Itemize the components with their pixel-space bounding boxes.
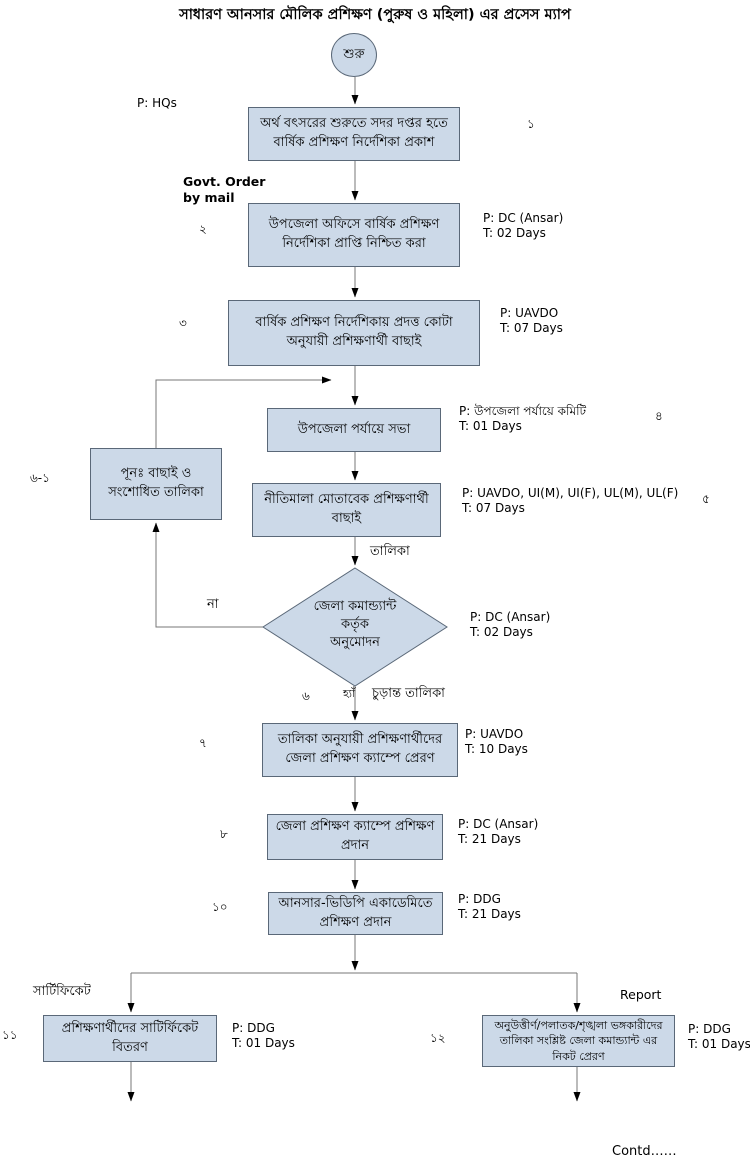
step2-number: ২ bbox=[199, 222, 207, 236]
step3-select-by-quota-box: বার্ষিক প্রশিক্ষণ নির্দেশিকায় প্রদত্ত ক… bbox=[228, 300, 480, 366]
decision-diamond-shape bbox=[262, 567, 448, 687]
decision-performer-time-label: P: DC (Ansar) T: 02 Days bbox=[470, 610, 551, 639]
step5-performer-time-label: P: UAVDO, UI(M), UI(F), UL(M), UL(F) T: … bbox=[462, 486, 679, 515]
list-edge-label: তালিকা bbox=[370, 544, 410, 559]
step8-performer-time-label: P: DC (Ansar) T: 21 Days bbox=[458, 817, 539, 846]
step10-number: ১০ bbox=[212, 900, 228, 914]
step1-performer-label: P: HQs bbox=[137, 96, 177, 110]
step3-performer-time-label: P: UAVDO T: 07 Days bbox=[500, 306, 563, 335]
step10-label: আনসার-ভিডিপি একাডেমিতে প্রশিক্ষণ প্রদান bbox=[278, 895, 433, 930]
step12-number: ১২ bbox=[430, 1031, 446, 1045]
decision-line3: অনুমোদন bbox=[330, 635, 380, 651]
continued-label: Contd…… bbox=[612, 1144, 677, 1159]
step11-number: ১১ bbox=[2, 1028, 18, 1042]
step10-academy-training-box: আনসার-ভিডিপি একাডেমিতে প্রশিক্ষণ প্রদান bbox=[268, 892, 443, 935]
step5-select-by-policy-box: নীতিমালা মোতাবেক প্রশিক্ষণার্থী বাছাই bbox=[252, 483, 441, 537]
decision-no-label: না bbox=[207, 597, 219, 612]
step3-number: ৩ bbox=[179, 316, 187, 330]
step10-performer-time-label: P: DDG T: 21 Days bbox=[458, 892, 521, 921]
revision-list-label: পূনঃ বাছাই ও সংশোধিত তালিকা bbox=[108, 466, 204, 500]
decision-node: জেলা কমান্ড্যান্ট কর্তৃক অনুমোদন bbox=[295, 598, 415, 653]
step11-certificate-distribution-box: প্রশিক্ষণার্থীদের সাটির্ফিকেট বিতরণ bbox=[43, 1015, 217, 1062]
step5-number: ৫ bbox=[702, 492, 710, 506]
page-title: সাধারণ আনসার মৌলিক প্রশিক্ষণ (পুরুষ ও মহ… bbox=[179, 7, 571, 23]
step11-label: প্রশিক্ষণার্থীদের সাটির্ফিকেট বিতরণ bbox=[61, 1020, 199, 1055]
step11-performer-time-label: P: DDG T: 01 Days bbox=[232, 1021, 295, 1050]
wire-decision-no-to-revision bbox=[152, 522, 263, 628]
step2-confirm-receipt-box: উপজেলা অফিসে বার্ষিক প্রশিক্ষণ নির্দেশিক… bbox=[248, 203, 460, 267]
step2-label: উপজেলা অফিসে বার্ষিক প্রশিক্ষণ নির্দেশিক… bbox=[268, 217, 440, 251]
start-node-label: শুরু bbox=[343, 46, 365, 62]
step4-upazila-meeting-box: উপজেলা পর্যায়ে সভা bbox=[267, 408, 441, 452]
step7-performer-time-label: P: UAVDO T: 10 Days bbox=[465, 727, 528, 756]
start-node: শুরু bbox=[331, 33, 377, 77]
step12-failed-list-report-box: অনুউত্তীর্ণ/পলাতক/শৃঙ্খলা ভঙ্গকারীদের তা… bbox=[482, 1015, 675, 1067]
step4-performer-time-label: P: উপজেলা পর্যায়ে কমিটি T: 01 Days bbox=[459, 404, 587, 433]
step3-label: বার্ষিক প্রশিক্ষণ নির্দেশিকায় প্রদত্ত ক… bbox=[255, 315, 453, 349]
report-edge-label: Report bbox=[620, 987, 662, 1002]
step12-performer-time-label: P: DDG T: 01 Days bbox=[688, 1022, 750, 1051]
final-list-edge-label: চুড়ান্ত তালিকা bbox=[372, 686, 445, 701]
step1-number: ১ bbox=[527, 117, 535, 131]
step5-label: নীতিমালা মোতাবেক প্রশিক্ষণার্থী বাছাই bbox=[264, 492, 429, 526]
decision-number: ৬ bbox=[302, 689, 310, 703]
step1-label: অর্থ বৎসরের শুরুতে সদর দপ্তর হতে বার্ষিক… bbox=[260, 116, 448, 150]
step8-district-training-box: জেলা প্রশিক্ষণ ক্যাম্পে প্রশিক্ষণ প্রদান bbox=[267, 814, 443, 860]
revision-list-box: পূনঃ বাছাই ও সংশোধিত তালিকা bbox=[90, 448, 222, 520]
decision-line2: কর্তৃক bbox=[341, 617, 369, 633]
step8-label: জেলা প্রশিক্ষণ ক্যাম্পে প্রশিক্ষণ প্রদান bbox=[275, 819, 435, 853]
step7-send-to-camp-box: তালিকা অনুযায়ী প্রশিক্ষণার্থীদের জেলা প… bbox=[262, 723, 458, 777]
revision-number: ৬-১ bbox=[30, 471, 50, 485]
step4-label: উপজেলা পর্যায়ে সভা bbox=[297, 421, 411, 437]
step7-number: ৭ bbox=[199, 736, 207, 750]
wire-revision-feedback bbox=[155, 376, 332, 448]
step12-label: অনুউত্তীর্ণ/পলাতক/শৃঙ্খলা ভঙ্গকারীদের তা… bbox=[494, 1018, 663, 1063]
step8-number: ৮ bbox=[220, 827, 228, 841]
govt-order-edge-label: Govt. Order by mail bbox=[183, 174, 266, 205]
decision-yes-label: হ্যাঁ bbox=[343, 687, 356, 700]
step4-number: ৪ bbox=[655, 409, 663, 423]
step7-label: তালিকা অনুযায়ী প্রশিক্ষণার্থীদের জেলা প… bbox=[277, 732, 443, 766]
certificate-edge-label: সার্টিফিকেট bbox=[33, 984, 91, 999]
decision-line1: জেলা কমান্ড্যান্ট bbox=[313, 599, 397, 614]
step2-performer-time-label: P: DC (Ansar) T: 02 Days bbox=[483, 211, 564, 240]
step1-publish-guideline-box: অর্থ বৎসরের শুরুতে সদর দপ্তর হতে বার্ষিক… bbox=[248, 107, 460, 161]
